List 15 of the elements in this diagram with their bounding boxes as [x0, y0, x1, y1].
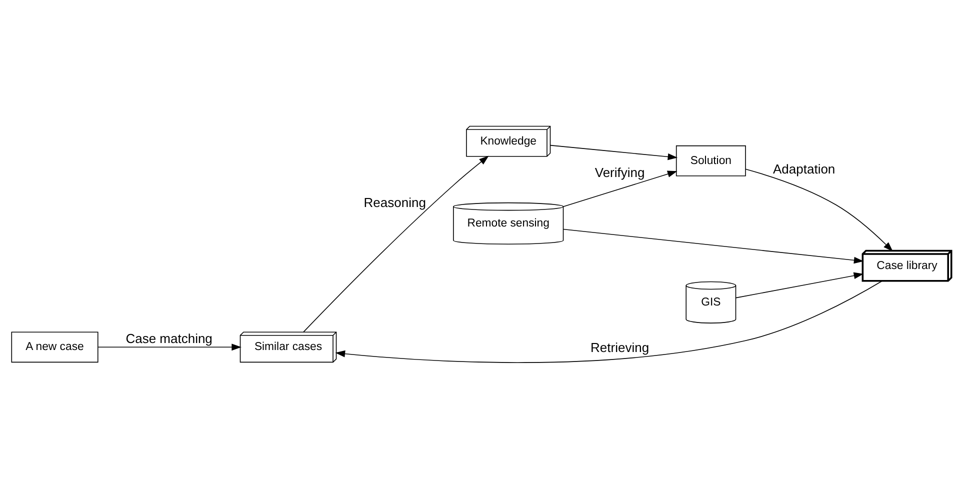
node-box: A new case — [11, 332, 98, 363]
edge-label: Case matching — [126, 330, 212, 346]
arrow — [303, 156, 489, 332]
arrow — [745, 168, 893, 252]
edge-label: Reasoning — [364, 195, 426, 210]
arrow — [736, 272, 864, 298]
arrow — [98, 344, 242, 351]
edge-label: Adaptation — [773, 162, 836, 177]
node-box: Solution — [676, 145, 746, 176]
edge-label: Retrieving — [590, 340, 650, 355]
arrow — [335, 280, 883, 363]
arrow — [562, 170, 678, 208]
arrow — [550, 144, 678, 160]
arrow — [562, 228, 864, 264]
edge-label: Verifying — [594, 164, 645, 180]
